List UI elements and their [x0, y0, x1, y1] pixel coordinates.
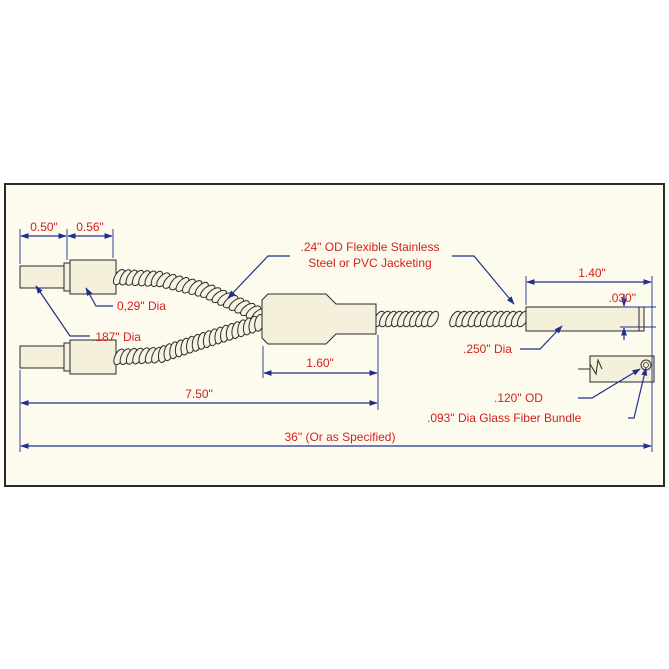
flexible-jacketing: [112, 268, 529, 366]
leader-029-dia: [85, 287, 113, 307]
leader-jacket-left: [227, 255, 290, 299]
leader-250-dia: [520, 325, 563, 350]
label-overall-length: 36" (Or as Specified): [285, 430, 396, 444]
leader-fiber-bundle: [628, 367, 648, 419]
upper-tip: [19, 265, 65, 289]
label-jacket-line1: .24" OD Flexible Stainless: [301, 240, 440, 254]
label-fiber-bundle: .093" Dia Glass Fiber Bundle: [427, 411, 582, 425]
breakout-body: [261, 293, 377, 345]
lower-tip: [19, 345, 65, 369]
upper-ferrule: [69, 259, 117, 295]
label-dim-050: 0.50": [30, 220, 58, 234]
label-dia-250: .250" Dia: [463, 342, 512, 356]
leader-120-od: [578, 368, 641, 399]
label-dia-029: 0,29" Dia: [117, 299, 166, 313]
leader-187-dia: [35, 285, 90, 337]
label-dim-056: 0.56": [76, 220, 104, 234]
lower-collar: [63, 342, 71, 372]
label-dim-140: 1.40": [578, 266, 606, 280]
break-mark: [589, 358, 603, 376]
label-dim-160: 1.60": [306, 356, 334, 370]
leader-jacket-right: [452, 255, 515, 305]
lower-ferrule: [69, 339, 117, 375]
labels: 0.50" 0.56" 0,29" Dia .187" Dia .24" OD …: [30, 220, 636, 444]
label-od-120: .120" OD: [494, 391, 543, 405]
label-jacket-line2: Steel or PVC Jacketing: [308, 256, 431, 270]
label-dim-030: .030": [608, 291, 636, 305]
dimensions: [19, 229, 656, 452]
jacket-coil-turn: [427, 310, 439, 328]
upper-collar: [63, 262, 71, 292]
label-dia-187: .187" Dia: [92, 330, 141, 344]
cable-assembly: [19, 259, 655, 383]
label-dim-750: 7.50": [185, 387, 213, 401]
